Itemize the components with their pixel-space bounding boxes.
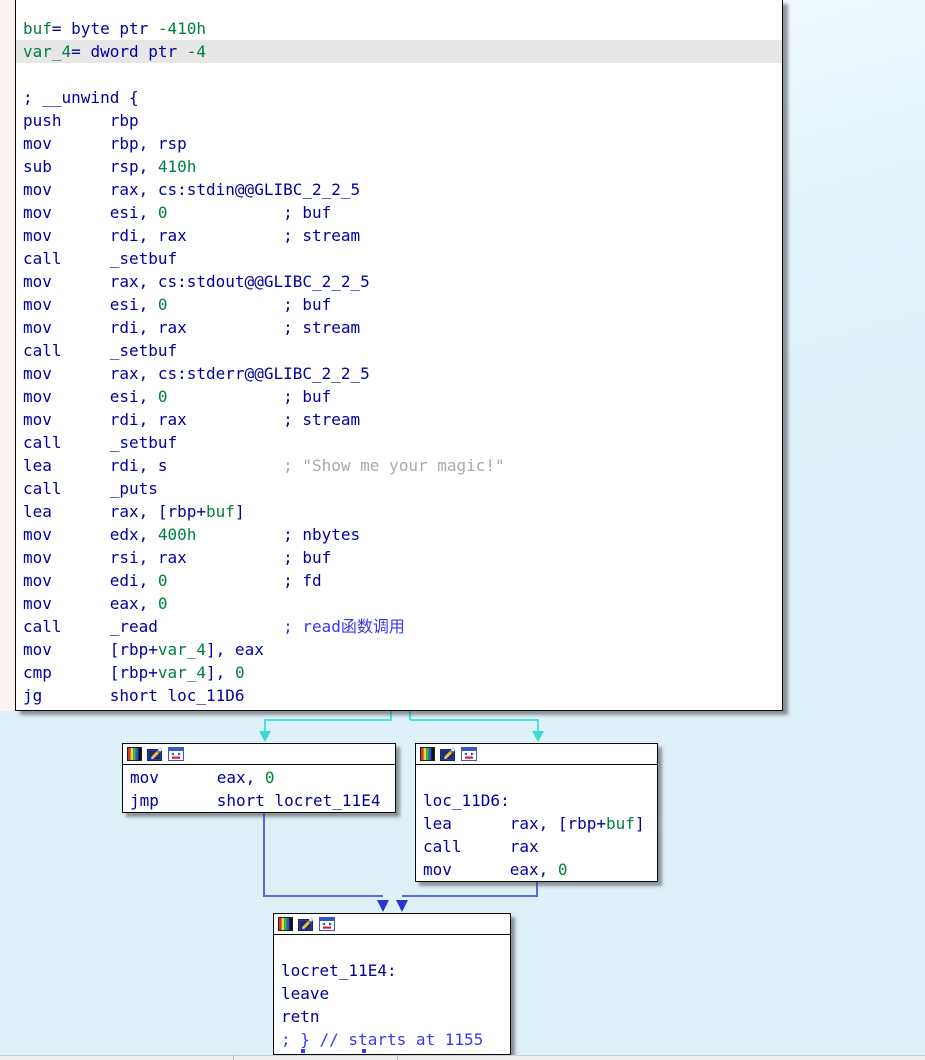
disassembly-listing: mov eax, 0 jmp short locret_11E4 [123, 765, 395, 812]
disassembly-listing: loc_11D6:lea rax, [rbp+buf] call rax mov e… [416, 765, 657, 881]
code-line[interactable]: mov eax, 0 [23, 594, 168, 613]
basic-block-locret-11E4[interactable]: locret_11E4:leave retn ; } // starts at 11… [273, 913, 511, 1055]
edge-main-to-right-block [410, 719, 539, 721]
code-line[interactable]: mov eax, 0 [130, 768, 275, 787]
code-line[interactable]: call _puts [23, 479, 158, 498]
code-line[interactable]: mov eax, 0 [423, 860, 568, 879]
code-line[interactable]: ; __unwind { [23, 88, 139, 107]
edge-main-to-left-block [264, 719, 266, 733]
edit-icon[interactable] [147, 747, 163, 761]
code-line[interactable]: retn [281, 1007, 320, 1026]
code-line[interactable] [416, 766, 657, 789]
window-bottom-edge [0, 1055, 925, 1060]
code-line[interactable]: call _setbuf [23, 249, 178, 268]
code-line[interactable] [274, 936, 510, 959]
code-line[interactable]: sub rsp, 410h [23, 157, 197, 176]
code-line[interactable]: lea rdi, s ; "Show me your magic!" [23, 456, 505, 475]
edge-right-to-exit-block [536, 882, 538, 897]
code-line[interactable]: call rax [423, 837, 539, 856]
code-line[interactable]: jmp short locret_11E4 [130, 791, 381, 810]
edge-left-to-exit-block [263, 812, 265, 897]
block-titlebar [274, 914, 510, 935]
code-line[interactable]: mov rax, cs:stdin@@GLIBC_2_2_5 [23, 180, 361, 199]
edge-right-to-exit-block [402, 895, 538, 897]
code-line[interactable]: mov edi, 0 ; fd [23, 571, 322, 590]
basic-block-loc-11D6[interactable]: loc_11D6:lea rax, [rbp+buf] call rax mov e… [415, 743, 658, 882]
edge-arrowhead [532, 731, 544, 742]
basic-block-main[interactable]: buf= byte ptr -410h var_4= dword ptr -4 ;… [15, 0, 783, 711]
block-titlebar [123, 744, 395, 765]
code-line[interactable]: lea rax, [rbp+buf] [423, 814, 645, 833]
node-color-icon[interactable] [127, 747, 142, 761]
code-line[interactable]: mov edx, 400h ; nbytes [23, 525, 361, 544]
group-nodes-icon[interactable] [168, 747, 184, 761]
code-line[interactable] [16, 63, 782, 86]
code-line[interactable]: push rbp [23, 111, 139, 130]
window-edge-tick [397, 1055, 398, 1060]
edit-icon[interactable] [298, 917, 314, 931]
group-nodes-icon[interactable] [461, 747, 477, 761]
code-line[interactable]: ; } // starts at 1155 [281, 1030, 484, 1049]
code-line[interactable]: mov rax, cs:stdout@@GLIBC_2_2_5 [23, 272, 370, 291]
basic-block-false-branch[interactable]: mov eax, 0 jmp short locret_11E4 [122, 743, 396, 813]
code-line[interactable]: mov esi, 0 ; buf [23, 203, 332, 222]
window-edge-tick [233, 1055, 234, 1060]
edge-left-to-exit-block [263, 895, 383, 897]
code-line[interactable]: mov rdi, rax ; stream [23, 226, 361, 245]
code-line[interactable]: call _read ; read函数调用 [23, 617, 405, 636]
edge-arrowhead [396, 900, 408, 912]
node-color-icon[interactable] [278, 917, 293, 931]
code-line[interactable]: buf= byte ptr -410h [23, 19, 207, 38]
edge-main-to-right-block [537, 719, 539, 733]
edit-icon[interactable] [440, 747, 456, 761]
code-line[interactable]: cmp [rbp+var_4], 0 [23, 663, 245, 682]
code-line[interactable]: jg short loc_11D6 [23, 686, 245, 705]
code-line[interactable]: mov rax, cs:stderr@@GLIBC_2_2_5 [23, 364, 370, 383]
code-line[interactable]: mov rsi, rax ; buf [23, 548, 332, 567]
disassembly-listing: buf= byte ptr -410h var_4= dword ptr -4 ;… [16, 0, 782, 707]
block-titlebar [416, 744, 657, 765]
canvas-left-margin [0, 0, 15, 711]
node-color-icon[interactable] [420, 747, 435, 761]
code-line[interactable]: leave [281, 984, 330, 1003]
edge-main-to-right-block [409, 710, 411, 720]
code-line[interactable]: mov rbp, rsp [23, 134, 187, 153]
code-line[interactable]: call _setbuf [23, 433, 178, 452]
disassembly-listing: locret_11E4:leave retn ; } // starts at 11… [274, 935, 510, 1051]
code-line[interactable]: var_4= dword ptr -4 [16, 40, 782, 63]
edge-main-to-left-block [390, 710, 392, 720]
code-line[interactable]: mov rdi, rax ; stream [23, 318, 361, 337]
edge-arrowhead [377, 900, 389, 912]
code-line[interactable]: lea rax, [rbp+buf] [23, 502, 245, 521]
code-line[interactable]: locret_11E4: [281, 961, 397, 980]
clipped-text-fragment [301, 1049, 305, 1053]
code-line[interactable]: loc_11D6: [423, 791, 510, 810]
code-line[interactable]: call _setbuf [23, 341, 178, 360]
group-nodes-icon[interactable] [319, 917, 335, 931]
code-line[interactable]: mov [rbp+var_4], eax [23, 640, 264, 659]
edge-arrowhead [259, 731, 271, 742]
edge-main-to-left-block [264, 719, 392, 721]
clipped-text-fragment [362, 1049, 366, 1053]
code-line[interactable]: mov rdi, rax ; stream [23, 410, 361, 429]
code-line[interactable]: mov esi, 0 ; buf [23, 387, 332, 406]
code-line[interactable]: mov esi, 0 ; buf [23, 295, 332, 314]
